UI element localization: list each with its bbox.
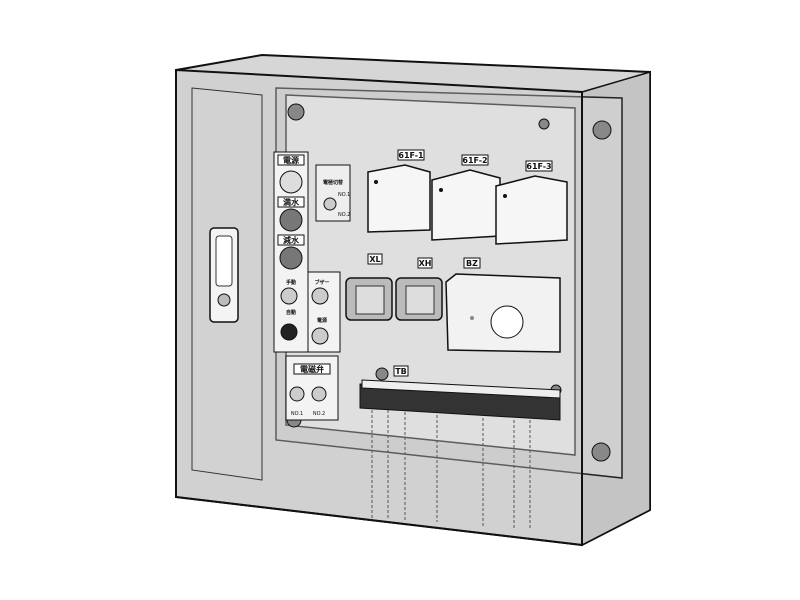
manual-label: 手動 xyxy=(286,279,296,286)
relay-61f-2: 61F-2 xyxy=(431,154,501,241)
valve-no2-toggle[interactable] xyxy=(311,386,327,402)
power-lamp-label: 電源 xyxy=(283,155,299,165)
terminal-block-tb: TB xyxy=(359,365,561,421)
valve-no1-toggle[interactable] xyxy=(289,386,305,402)
power-toggle[interactable] xyxy=(311,327,329,345)
power-switch-label: 電源 xyxy=(317,317,327,324)
relay-xl: XL xyxy=(345,253,393,321)
valve-no2-label: NO.2 xyxy=(313,411,325,417)
relay-61f-1: 61F-1 xyxy=(367,149,431,233)
low-water-label: 減水 xyxy=(283,235,300,245)
fuse-holder xyxy=(280,323,298,341)
low-water-lamp xyxy=(279,246,303,270)
handle-lever xyxy=(215,235,233,287)
electrode-toggle[interactable] xyxy=(323,197,337,211)
electrode-switch-label: 電極切替 xyxy=(323,179,344,186)
relay-xh: XH xyxy=(395,257,443,321)
svg-text:61F-1: 61F-1 xyxy=(398,151,424,160)
buzzer-label: ブザー xyxy=(314,279,329,286)
electrode-switch-bracket xyxy=(315,164,351,222)
relay-61f-3: 61F-3 xyxy=(495,160,568,245)
electrode-no1-label: NO.1 xyxy=(338,192,350,198)
buzzer-toggle[interactable] xyxy=(311,287,329,305)
wires xyxy=(371,410,531,530)
manual-auto-toggle[interactable] xyxy=(280,287,298,305)
power-lamp xyxy=(279,170,303,194)
svg-text:XH: XH xyxy=(419,259,432,268)
svg-text:TB: TB xyxy=(395,367,407,376)
solenoid-valve-label: 電磁弁 xyxy=(300,364,324,374)
electrode-no2-label: NO.2 xyxy=(338,212,350,218)
auto-label: 自動 xyxy=(286,309,296,316)
full-water-lamp xyxy=(279,208,303,232)
svg-text:XL: XL xyxy=(369,255,380,264)
svg-text:61F-3: 61F-3 xyxy=(526,162,551,171)
full-water-label: 満水 xyxy=(283,197,300,207)
buzzer-bz: BZ xyxy=(445,257,561,353)
lock-icon xyxy=(217,293,231,307)
valve-no1-label: NO.1 xyxy=(291,411,303,417)
svg-text:BZ: BZ xyxy=(466,259,478,268)
svg-text:61F-2: 61F-2 xyxy=(462,156,487,165)
